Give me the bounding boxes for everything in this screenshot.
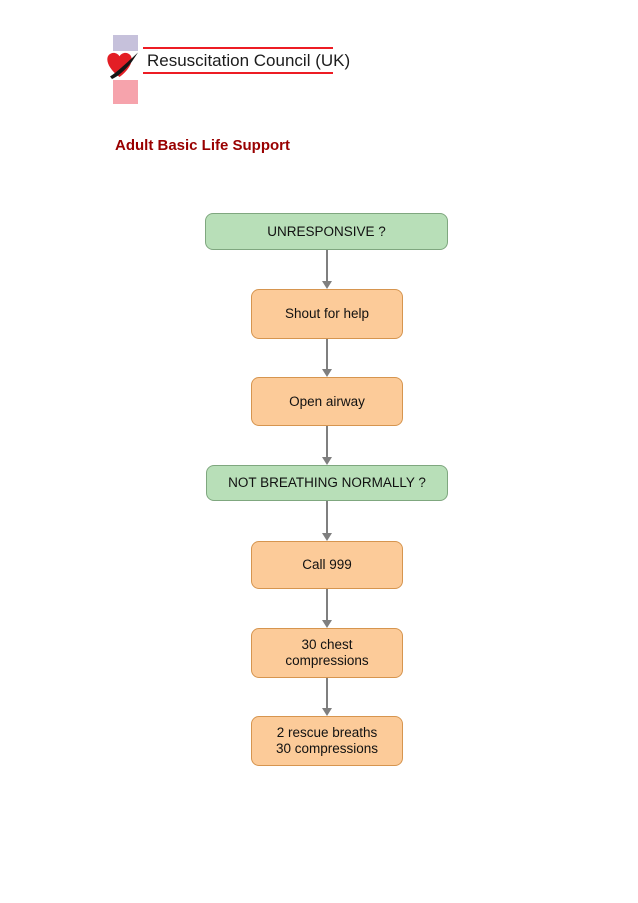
- flow-arrow-down-icon: [322, 250, 332, 289]
- flow-node-call-999: Call 999: [251, 541, 403, 589]
- flow-arrow-down-icon: [322, 426, 332, 465]
- flow-node-open-airway: Open airway: [251, 377, 403, 426]
- org-name-text: Resuscitation Council (UK): [147, 51, 351, 70]
- flow-arrow-down-icon: [322, 501, 332, 541]
- heart-swoosh-icon: [104, 50, 140, 80]
- logo-pink-square: [113, 80, 138, 104]
- flow-node-unresponsive: UNRESPONSIVE ?: [205, 213, 448, 250]
- logo-rule-top: [143, 47, 333, 49]
- logo-lavender-square: [113, 35, 138, 51]
- flow-arrow-down-icon: [322, 678, 332, 716]
- flow-node-rescue-breaths: 2 rescue breaths 30 compressions: [251, 716, 403, 766]
- logo-rule-bottom: [143, 72, 333, 74]
- flow-arrow-down-icon: [322, 589, 332, 628]
- flow-arrow-down-icon: [322, 339, 332, 377]
- page-title: Adult Basic Life Support: [115, 137, 291, 154]
- flow-node-shout-for-help: Shout for help: [251, 289, 403, 339]
- flow-node-not-breathing: NOT BREATHING NORMALLY ?: [206, 465, 448, 501]
- flow-node-chest-compressions: 30 chest compressions: [251, 628, 403, 678]
